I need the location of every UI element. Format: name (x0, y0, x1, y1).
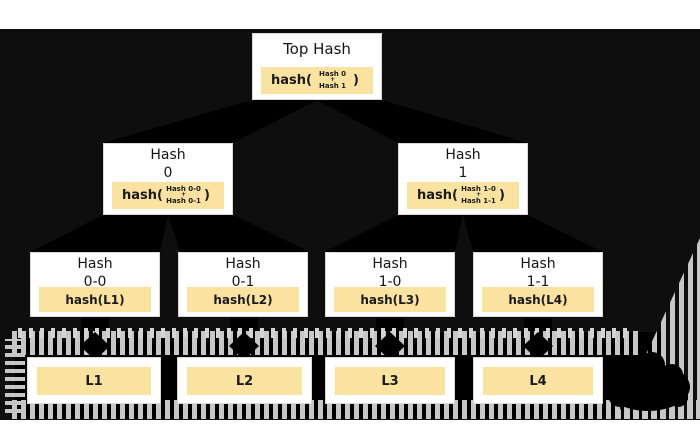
data-block-l2: L2 (177, 357, 312, 404)
arrow-hash01-to-hash0 (168, 215, 310, 252)
banner-top-edge-detail (18, 328, 628, 338)
formula-close: ) (499, 188, 505, 203)
formula-arg-top: Hash 1-0 (461, 185, 496, 194)
title-line-1: Hash (77, 256, 113, 272)
formula-arg-top: Hash 0 (318, 70, 347, 79)
node-title: Hash 1-0 (326, 253, 454, 291)
node-title: Hash 1 (399, 144, 527, 182)
formula-operator: + (475, 191, 482, 199)
formula-arg-bottom: Hash 0-1 (166, 196, 201, 205)
block-label: L4 (483, 367, 593, 395)
node-title: Hash 0-0 (31, 253, 159, 291)
hash-label: hash(L2) (187, 287, 299, 312)
hash-label: hash(L4) (482, 287, 594, 312)
arrow-hash0-to-top (103, 100, 317, 143)
formula-operator: + (329, 76, 336, 84)
formula-arg-bottom: Hash 1-1 (461, 196, 496, 205)
title-line-1: Hash (225, 256, 261, 272)
block-label: L1 (37, 367, 151, 395)
formula-args: Hash 0 + Hash 1 (312, 70, 353, 90)
banner-bottom-edge (12, 400, 700, 419)
node-hash-1-0: Hash 1-0 hash(L3) (325, 252, 455, 317)
formula-arg-top: Hash 0-0 (166, 185, 201, 194)
hash-formula: hash( Hash 0-0 + Hash 0-1 ) (112, 182, 224, 209)
data-block-l1: L1 (27, 357, 161, 404)
formula-fn: hash( (122, 188, 163, 203)
block-label: L3 (335, 367, 445, 395)
formula-close: ) (353, 73, 359, 88)
formula-args: Hash 0-0 + Hash 0-1 (163, 185, 204, 205)
node-hash-0-0: Hash 0-0 hash(L1) (30, 252, 160, 317)
node-title: Hash 1-1 (474, 253, 602, 291)
hash-formula: hash( Hash 1-0 + Hash 1-1 ) (407, 182, 519, 209)
title-line-2: 1-1 (526, 273, 550, 290)
node-title: Top Hash (283, 40, 351, 58)
node-top-hash: Top Hash hash( Hash 0 + Hash 1 ) (252, 33, 382, 100)
block-label: L2 (187, 367, 302, 395)
title-line-1: Hash (520, 256, 556, 272)
diagram-canvas: Top Hash hash( Hash 0 + Hash 1 ) Hash 0 … (0, 29, 700, 420)
formula-close: ) (204, 188, 210, 203)
hash-label: hash(L1) (39, 287, 151, 312)
hash-formula: hash( Hash 0 + Hash 1 ) (261, 67, 373, 94)
node-title: Hash 0-1 (179, 253, 307, 291)
title-line-1: Hash (445, 147, 481, 163)
title-line-2: 0-1 (231, 273, 255, 290)
hash-label: hash(L3) (334, 287, 446, 312)
arrow-hash00-to-hash0 (30, 215, 168, 252)
data-block-l3: L3 (325, 357, 455, 404)
title-line-2: 0 (163, 164, 173, 181)
arrow-hash10-to-hash1 (325, 215, 463, 252)
title-line-2: 1 (458, 164, 468, 181)
banner-left-cap (5, 339, 25, 413)
node-hash-0-1: Hash 0-1 hash(L2) (178, 252, 308, 317)
title-line-1: Hash (150, 147, 186, 163)
formula-operator: + (180, 191, 187, 199)
title-line-2: 0-0 (83, 273, 107, 290)
node-hash-1: Hash 1 hash( Hash 1-0 + Hash 1-1 ) (398, 143, 528, 215)
node-hash-1-1: Hash 1-1 hash(L4) (473, 252, 603, 317)
formula-fn: hash( (271, 73, 312, 88)
arrow-hash11-to-hash1 (463, 215, 603, 252)
formula-args: Hash 1-0 + Hash 1-1 (458, 185, 499, 205)
formula-fn: hash( (417, 188, 458, 203)
node-title: Hash 0 (104, 144, 232, 182)
arrow-hash1-to-top (317, 100, 528, 143)
node-hash-0: Hash 0 hash( Hash 0-0 + Hash 0-1 ) (103, 143, 233, 215)
title-line-2: 1-0 (378, 273, 402, 290)
formula-arg-bottom: Hash 1 (318, 81, 347, 90)
data-block-l4: L4 (473, 357, 603, 404)
title-line-1: Hash (372, 256, 408, 272)
